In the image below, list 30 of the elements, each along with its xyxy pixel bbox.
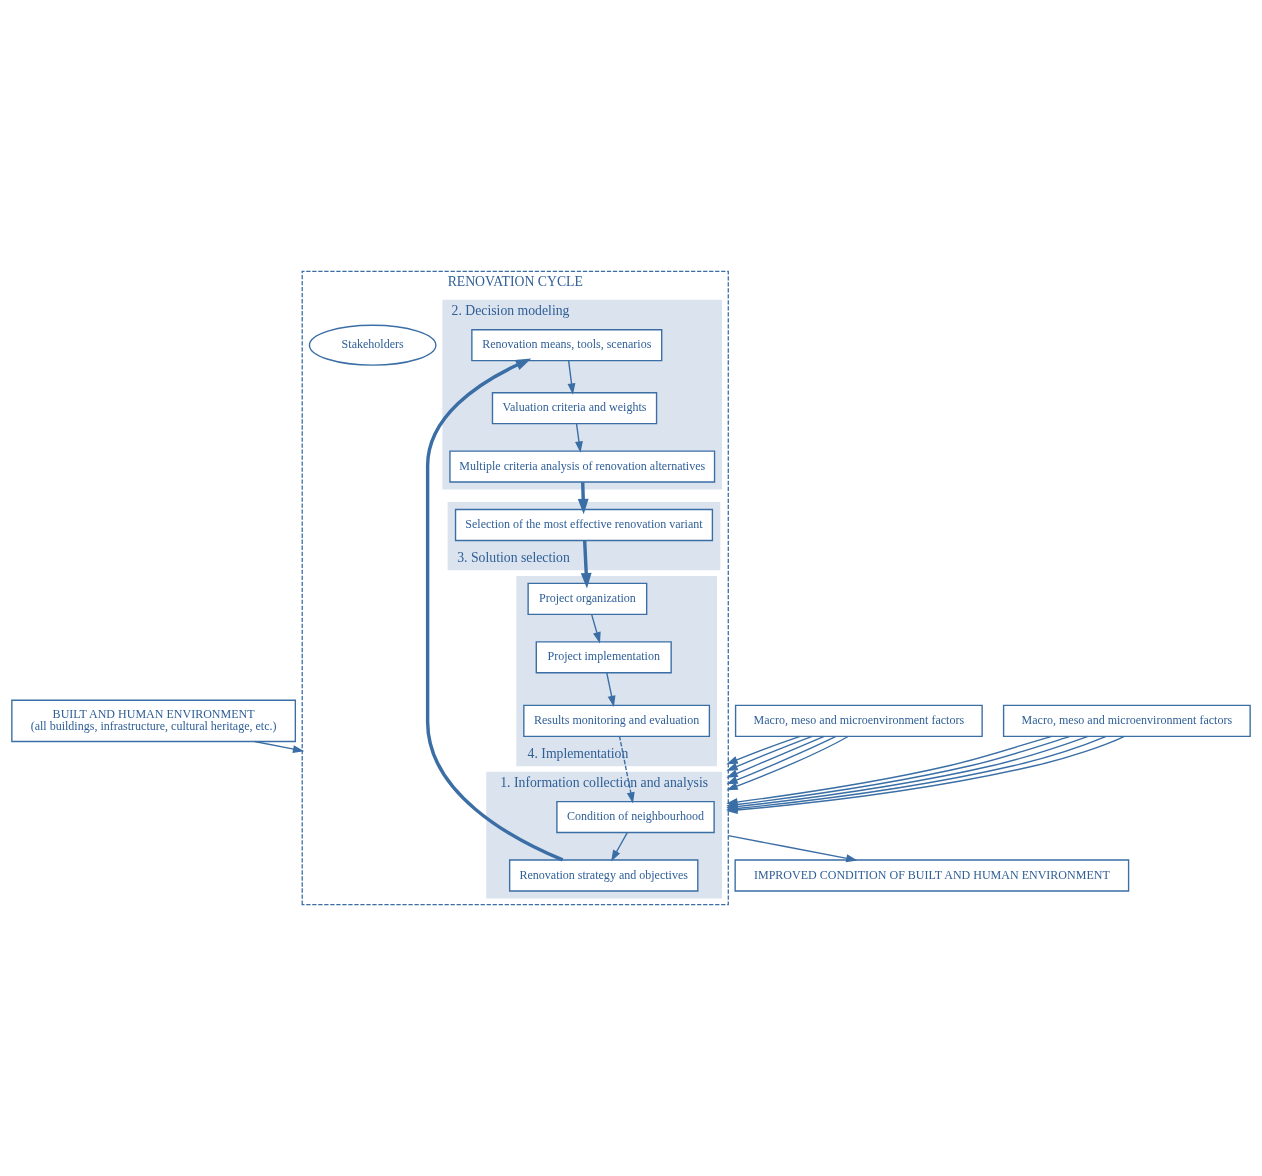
node-box: Multiple criteria analysis of renovation alternatives	[449, 450, 716, 483]
node-box: Macro, meso and microenvironment factors	[1002, 704, 1251, 737]
node-box: IMPROVED CONDITION OF BUILT AND HUMAN ENVIRONMENT	[734, 859, 1130, 892]
node-box: BUILT AND HUMAN ENVIRONMENT (all buildings, infrastructure, cultural heritage, etc.)	[11, 699, 297, 743]
arrow	[575, 423, 583, 453]
arrow	[727, 835, 858, 863]
node-box: Macro, meso and microenvironment factors	[734, 704, 983, 737]
arrow	[606, 672, 616, 708]
arrow	[611, 832, 628, 862]
arrow	[580, 540, 592, 589]
node-box: Project organization	[527, 582, 648, 616]
arrow	[567, 360, 576, 395]
node-box: Project implementation	[535, 641, 672, 674]
arrow	[591, 613, 601, 644]
arrow	[726, 735, 801, 765]
arrow	[726, 735, 837, 785]
arrow	[577, 482, 589, 515]
node-ellipse: Stakeholders	[308, 324, 437, 366]
node-box: Renovation means, tools, scenarios	[471, 329, 663, 362]
arrow	[726, 735, 849, 791]
arrow	[726, 735, 813, 771]
arrow	[425, 358, 564, 862]
node-box: Renovation strategy and objectives	[508, 859, 699, 892]
arrow	[726, 735, 825, 778]
node-box: Selection of the most effective renovation variant	[454, 508, 714, 542]
node-box: Valuation criteria and weights	[491, 392, 658, 425]
arrow	[618, 735, 635, 804]
node-box: Results monitoring and evaluation	[523, 704, 711, 737]
arrow	[253, 740, 305, 753]
node-box: Condition of neighbourhood	[556, 800, 715, 834]
